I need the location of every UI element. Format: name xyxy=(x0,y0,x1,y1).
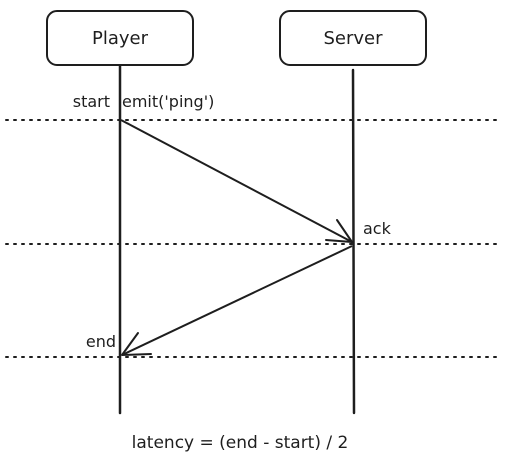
participant-server-label: Server xyxy=(323,28,383,49)
server-lifeline xyxy=(351,68,356,415)
ack-arrowhead xyxy=(121,332,152,356)
participant-player-box xyxy=(46,10,194,66)
ack-arrow xyxy=(121,245,353,356)
participant-player: Player xyxy=(46,10,194,66)
marker-ack-label: ack xyxy=(363,219,392,238)
message-emit-label: emit('ping') xyxy=(122,92,214,111)
participant-server-box xyxy=(279,10,427,66)
ping-arrowhead xyxy=(325,219,353,243)
marker-start-label: start xyxy=(73,92,110,111)
participant-player-label: Player xyxy=(92,28,149,49)
participant-server: Server xyxy=(279,10,427,66)
latency-formula: latency = (end - start) / 2 xyxy=(132,433,349,453)
ping-arrow xyxy=(120,119,353,243)
marker-end-label: end xyxy=(86,332,116,351)
